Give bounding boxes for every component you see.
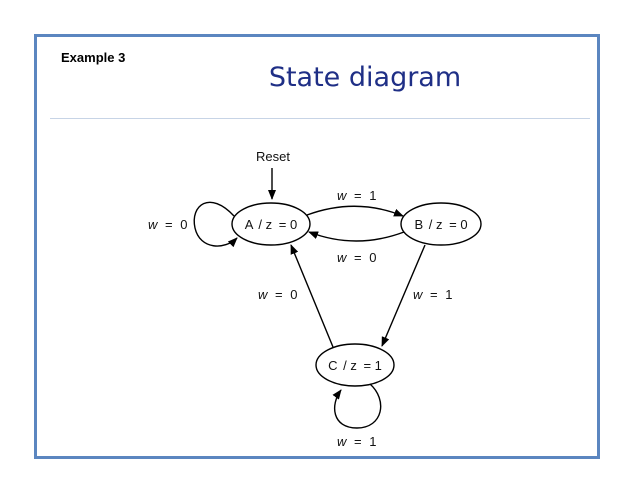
state-a-name: A xyxy=(245,217,254,232)
c-to-a-label: w = 0 xyxy=(258,287,297,302)
b-to-c-label: w = 1 xyxy=(413,287,452,302)
state-a: A / z = 0 xyxy=(231,202,311,246)
b-to-a-arrow xyxy=(308,231,405,242)
title-divider xyxy=(50,118,590,119)
state-c-name: C xyxy=(328,358,337,373)
reset-label: Reset xyxy=(256,149,290,164)
b-to-c-arrow xyxy=(381,244,426,347)
state-b-output-value: 0 xyxy=(460,217,467,232)
state-c-node xyxy=(315,343,395,387)
state-b-name: B xyxy=(414,217,423,232)
a-self-loop-label: w = 0 xyxy=(148,217,187,232)
c-self-loop-label: w = 1 xyxy=(337,434,376,449)
state-b-output-var: z xyxy=(436,217,443,232)
state-b: B / z = 0 xyxy=(400,202,482,246)
state-b-node xyxy=(400,202,482,246)
state-a-output-value: 0 xyxy=(290,217,297,232)
slide-title: State diagram xyxy=(268,62,462,93)
a-self-loop xyxy=(193,201,238,248)
a-to-b-label: w = 1 xyxy=(337,188,376,203)
slide-frame xyxy=(34,34,600,459)
state-a-node xyxy=(231,202,311,246)
state-a-output-var: z xyxy=(266,217,273,232)
a-to-b-arrow xyxy=(306,205,404,217)
state-c: C / z = 1 xyxy=(315,343,395,387)
example-label: Example 3 xyxy=(61,50,126,65)
svg-text:C / z =: C / z = 1 xyxy=(328,358,382,373)
state-c-output-value: 1 xyxy=(375,358,382,373)
svg-text:B / z =: B / z = 0 xyxy=(414,217,467,232)
state-c-output-var: z xyxy=(350,358,357,373)
c-to-a-arrow xyxy=(290,244,334,348)
svg-text:A / z =: A / z = 0 xyxy=(245,217,297,232)
c-self-loop xyxy=(332,383,382,429)
b-to-a-label: w = 0 xyxy=(337,250,376,265)
